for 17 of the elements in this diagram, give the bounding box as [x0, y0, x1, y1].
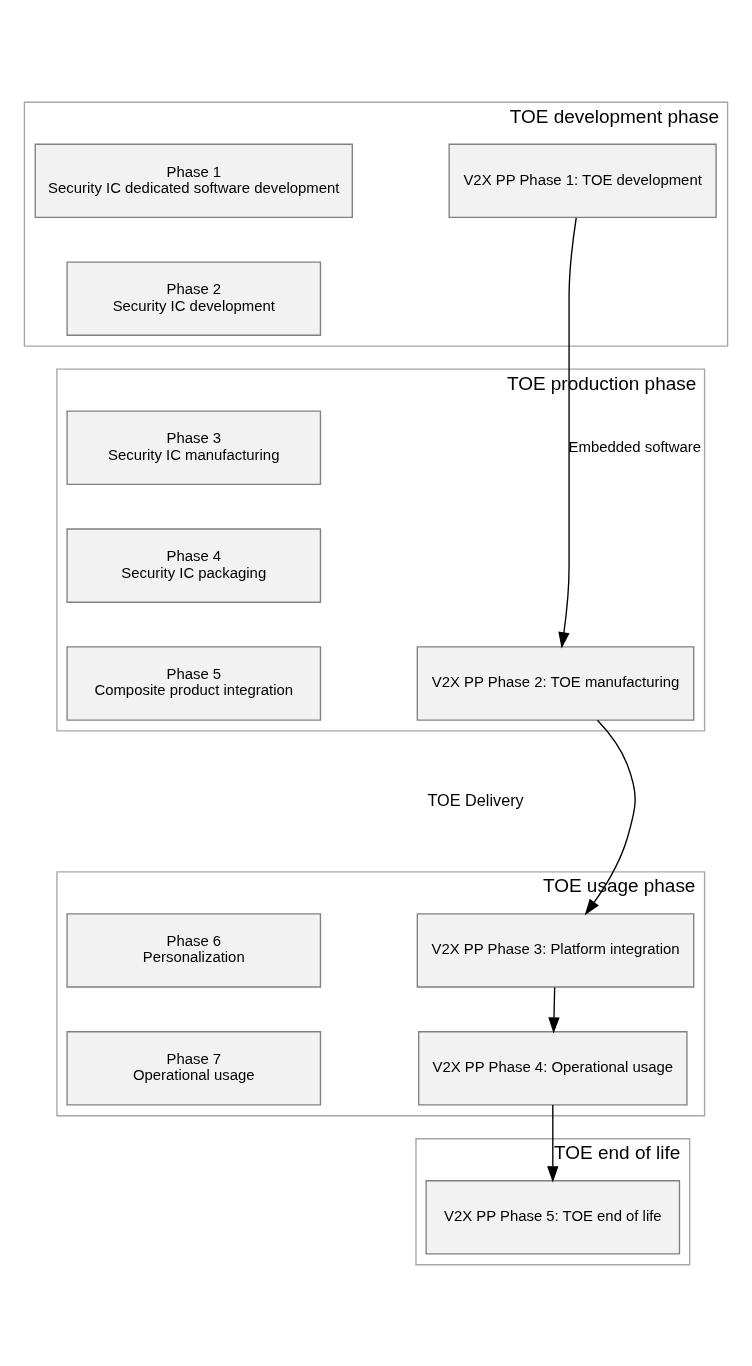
- node-box: Phase 5 Composite product integration: [66, 645, 322, 721]
- node-box: V2X PP Phase 5: TOE end of life: [425, 1179, 681, 1255]
- node-box: V2X PP Phase 2: TOE manufacturing: [416, 645, 695, 721]
- node-box: V2X PP Phase 4: Operational usage: [418, 1030, 688, 1106]
- node-box: Phase 7 Operational usage: [66, 1030, 322, 1106]
- node-box: Phase 2 Security IC development: [66, 260, 322, 336]
- arrow: [584, 719, 636, 915]
- arrow: [547, 1103, 559, 1182]
- node-box: V2X PP Phase 3: Platform integration: [416, 912, 695, 988]
- node-box: V2X PP Phase 1: TOE development: [448, 143, 717, 218]
- node-box: Phase 3 Security IC manufacturing: [66, 410, 322, 485]
- arrow: [548, 986, 560, 1034]
- arrow: [558, 216, 577, 648]
- node-box: Phase 1 Security IC dedicated software development: [34, 143, 353, 218]
- label: TOE Delivery: [427, 790, 524, 809]
- node-box: Phase 6 Personalization: [66, 912, 322, 988]
- node-box: Phase 4 Security IC packaging: [66, 527, 322, 603]
